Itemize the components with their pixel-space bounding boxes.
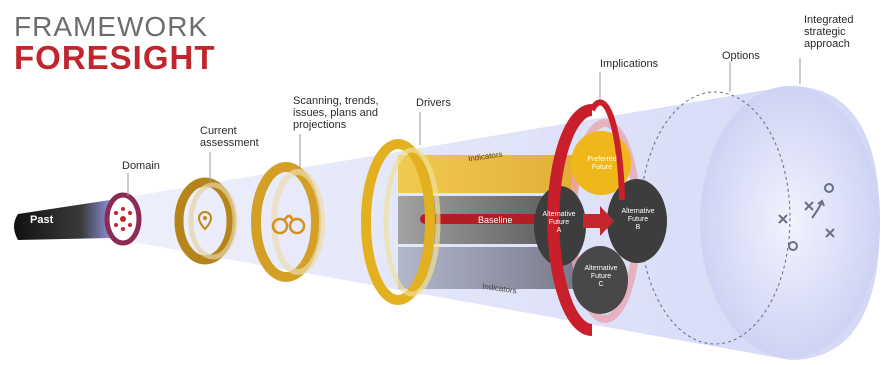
label-assessment: assessment	[200, 137, 259, 149]
title-foresight: FORESIGHT	[14, 39, 216, 76]
alt-future-a-label: Alternative Future A	[542, 211, 576, 234]
label-current: Current	[200, 125, 237, 137]
label-past: Past	[30, 214, 54, 226]
location-pin-icon	[197, 210, 213, 231]
alt-future-c-blob	[572, 246, 628, 314]
preferred-future-label: Preferred Future	[587, 156, 617, 171]
label-baseline: Baseline	[478, 215, 513, 225]
label-implications: Implications	[600, 58, 659, 70]
baseline-bar	[420, 214, 570, 224]
drivers-ring	[361, 139, 435, 305]
past-shape	[14, 200, 110, 240]
title-framework: FRAMEWORK	[14, 11, 209, 42]
label-scanning-1: Scanning, trends,	[293, 95, 379, 107]
label-scanning-3: projections	[293, 119, 347, 131]
label-integrated-1: Integrated	[804, 14, 854, 26]
current-assessment-ring	[174, 177, 236, 265]
implications-ring	[547, 104, 593, 336]
binoculars-icon	[271, 214, 306, 235]
label-integrated-2: strategic	[804, 26, 846, 38]
transition-arrow	[583, 206, 614, 236]
alt-future-b-label: Alternative Future B	[621, 208, 655, 231]
label-integrated-3: approach	[804, 38, 850, 50]
label-scanning-2: issues, plans and	[293, 107, 378, 119]
integrated-approach-end	[700, 86, 880, 358]
label-drivers: Drivers	[416, 97, 451, 109]
people-network-icon	[114, 207, 132, 231]
label-domain: Domain	[122, 160, 160, 172]
scanning-ring	[251, 162, 321, 282]
alt-future-a-blob	[534, 186, 586, 266]
label-options: Options	[722, 50, 760, 62]
alt-future-c-label: Alternative Future C	[584, 265, 618, 288]
strategy-play-icon	[778, 183, 835, 251]
